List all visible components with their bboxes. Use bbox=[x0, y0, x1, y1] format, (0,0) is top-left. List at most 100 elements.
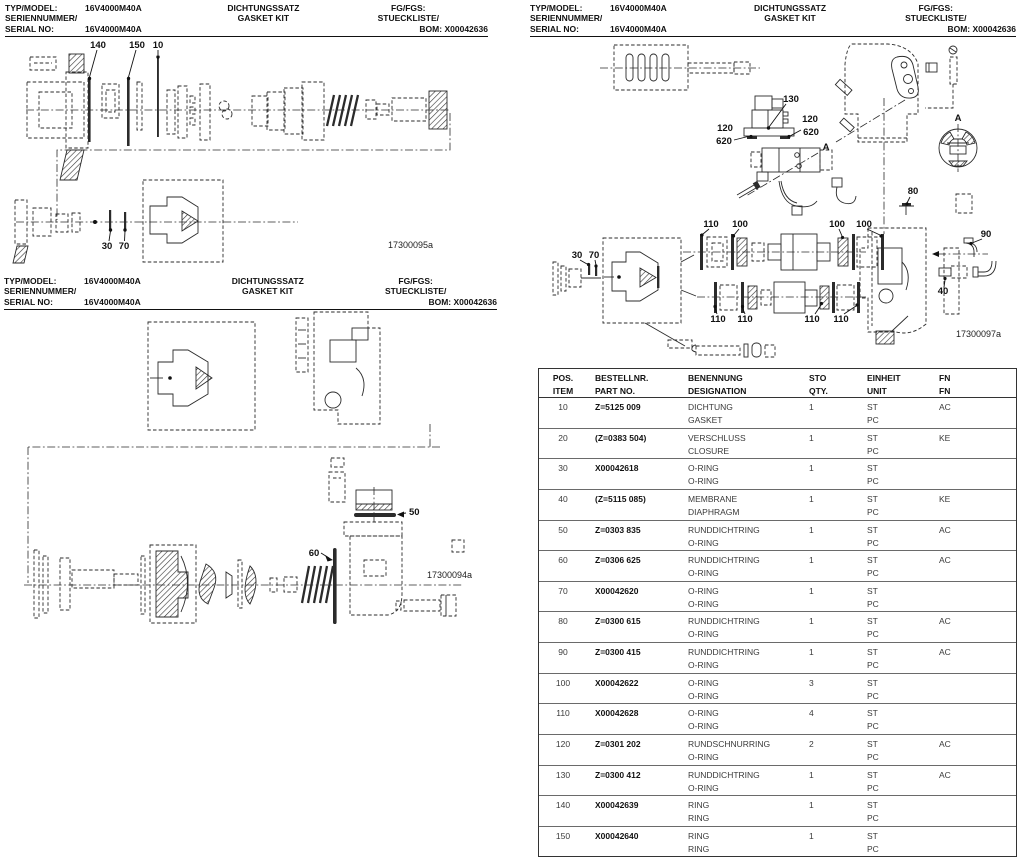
pump-housing bbox=[859, 227, 988, 345]
cell-fn: AC bbox=[939, 647, 951, 658]
cell-part-no: Z=0300 415 bbox=[595, 647, 641, 658]
cell-qty: 1 bbox=[809, 493, 814, 504]
vertical-column-parts bbox=[328, 457, 396, 517]
title-block-top-left: TYP/MODEL:16V4000M40A SERIENNUMMER/ SERI… bbox=[5, 3, 488, 38]
serial-value: 16V4000M40A bbox=[85, 23, 142, 34]
cell-qty: 1 bbox=[809, 616, 814, 627]
serial-no-label: SERIAL NO: bbox=[4, 296, 53, 307]
cell-part-no: Z=5125 009 bbox=[595, 402, 641, 412]
cell-fn: AC bbox=[939, 739, 951, 750]
model-value: 16V4000M40A bbox=[610, 3, 667, 13]
pin-and-rings bbox=[644, 322, 776, 358]
doc-title-en: GASKET KIT bbox=[237, 13, 290, 24]
valve-body-upper bbox=[295, 311, 381, 425]
seal-row-lower bbox=[714, 281, 860, 314]
doc-title-de: DICHTUNGSSATZ bbox=[231, 276, 304, 286]
header-unit-de: EINHEIT bbox=[867, 373, 901, 383]
header-fn: FN FN bbox=[931, 369, 1016, 397]
cell-fn: AC bbox=[939, 769, 951, 780]
cell-qty: 1 bbox=[809, 524, 814, 535]
header-name-en: DESIGNATION bbox=[688, 386, 747, 396]
header-part-de: BESTELLNR. bbox=[595, 373, 649, 383]
callout-150: 150 bbox=[129, 40, 145, 51]
header-fn-de: FN bbox=[939, 373, 951, 383]
cell-part-no: X00042618 bbox=[595, 463, 639, 474]
exploded-view-17300095a: 140 150 10 30 70 17300095a bbox=[12, 40, 451, 264]
figure-number: 17300095a bbox=[388, 240, 433, 250]
detail-a-label: A bbox=[955, 113, 962, 124]
cell-qty: 4 bbox=[809, 708, 814, 719]
header-part-en: PART NO. bbox=[595, 386, 635, 396]
typ-model-label: TYP/MODEL: bbox=[4, 276, 57, 286]
cell-part-no: Z=0306 625 bbox=[595, 555, 641, 566]
model-value: 16V4000M40A bbox=[84, 276, 141, 286]
cell-qty: 1 bbox=[809, 402, 814, 412]
cell-part-no: X00042640 bbox=[595, 830, 639, 841]
header-name: BENENNUNG DESIGNATION bbox=[679, 369, 801, 397]
cell-pos: 110 bbox=[556, 708, 570, 719]
callout-120-right: 120 bbox=[802, 114, 818, 125]
callout-110-l2: 110 bbox=[737, 314, 752, 325]
serial-no-label: SERIAL NO: bbox=[5, 23, 54, 34]
cell-pos: 60 bbox=[558, 555, 568, 566]
stueckliste-label: STUECKLISTE/ bbox=[905, 13, 967, 24]
callout-30: 30 bbox=[572, 250, 583, 261]
cell-qty: 1 bbox=[809, 555, 814, 566]
seriennummer-label: SERIENNUMMER/ bbox=[530, 13, 603, 24]
air-box-and-rod bbox=[600, 44, 760, 91]
cell-part-no: X00042628 bbox=[595, 708, 639, 719]
callout-110-u1: 110 bbox=[703, 219, 718, 230]
callout-110-l4: 110 bbox=[833, 314, 848, 325]
parts-table: POS. ITEM BESTELLNR. PART NO. BENENNUNG … bbox=[538, 368, 1017, 857]
cell-pos: 40 bbox=[558, 493, 568, 504]
cell-part-no: X00042622 bbox=[595, 677, 639, 688]
typ-model-label: TYP/MODEL: bbox=[5, 3, 58, 13]
cell-fn: KE bbox=[939, 432, 951, 443]
cell-part-no: (Z=0383 504) bbox=[595, 432, 647, 443]
header-pos-en: ITEM bbox=[552, 386, 574, 396]
elbow-housing bbox=[745, 43, 958, 234]
flanged-housing bbox=[26, 53, 89, 181]
cell-qty: 1 bbox=[809, 800, 814, 811]
callout-30: 30 bbox=[102, 241, 113, 252]
callout-100-u1: 100 bbox=[732, 219, 748, 230]
callout-60: 60 bbox=[309, 548, 320, 559]
valve-cone-box bbox=[147, 321, 256, 431]
cell-fn bbox=[931, 674, 1016, 704]
header-fn-en: FN bbox=[939, 386, 951, 396]
exploded-parts-row bbox=[88, 57, 448, 146]
doc-title-en: GASKET KIT bbox=[242, 286, 294, 297]
serial-value: 16V4000M40A bbox=[610, 23, 667, 34]
serial-no-label: SERIAL NO: bbox=[530, 23, 579, 34]
header-unit: EINHEIT UNIT bbox=[859, 369, 931, 397]
cell-qty: 2 bbox=[809, 739, 814, 750]
callouts: 130 120 620 120 620 A A 80 90 40 30 70 1… bbox=[572, 94, 1001, 339]
figure-number: 17300097a bbox=[956, 329, 1001, 339]
cell-qty: 1 bbox=[809, 769, 814, 780]
callouts: 50 60 17300094a bbox=[309, 507, 472, 580]
bom-label: BOM: bbox=[947, 23, 971, 34]
callout-70: 70 bbox=[589, 250, 600, 261]
cell-part-no: Z=0300 615 bbox=[595, 616, 641, 627]
callout-40: 40 bbox=[938, 286, 949, 297]
